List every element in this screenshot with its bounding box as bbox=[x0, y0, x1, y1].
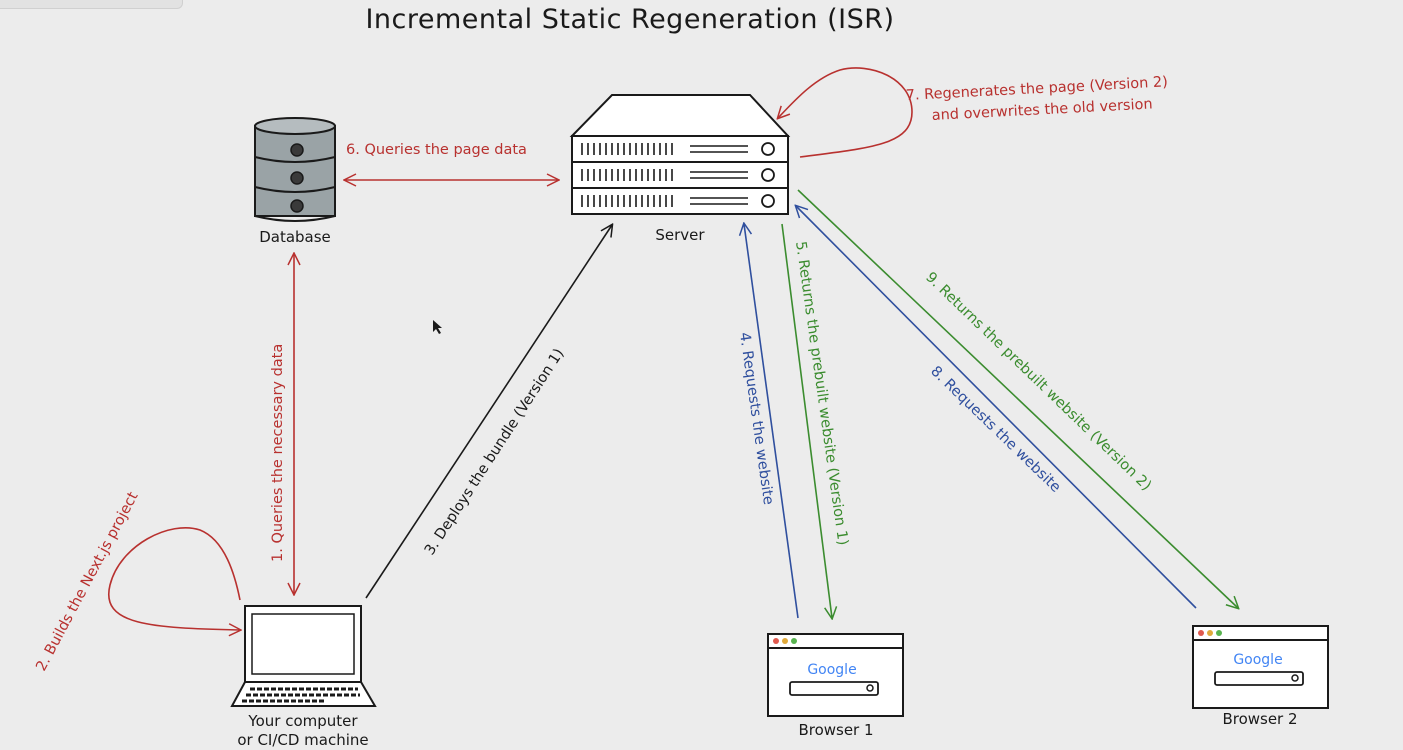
browser-2-label: Browser 2 bbox=[1222, 710, 1297, 728]
browser-1-search-box bbox=[789, 681, 879, 696]
browser-1-min-dot bbox=[782, 638, 788, 644]
arrow-step-8 bbox=[796, 206, 1197, 609]
diagram-title: Incremental Static Regeneration (ISR) bbox=[365, 4, 894, 35]
computer-label-line1: Your computer bbox=[247, 712, 358, 730]
browser-1-label: Browser 1 bbox=[798, 721, 873, 739]
browser-2-close-dot bbox=[1198, 630, 1204, 636]
server-icon bbox=[569, 94, 791, 215]
browser-1-window: Google bbox=[767, 633, 904, 717]
browser-2-google-logo: Google bbox=[1233, 652, 1282, 668]
database-label: Database bbox=[259, 228, 331, 246]
browser-1-max-dot bbox=[791, 638, 797, 644]
browser-2-max-dot bbox=[1216, 630, 1222, 636]
label-step-6: 6. Queries the page data bbox=[346, 142, 527, 158]
laptop-icon bbox=[230, 605, 377, 707]
label-step-2: 2. Builds the Next.js project bbox=[33, 489, 141, 674]
label-step-5: 5. Returns the prebuilt website (Version… bbox=[792, 240, 851, 546]
computer-label-line2: or CI/CD machine bbox=[237, 731, 368, 749]
label-step-1: 1. Queries the necessary data bbox=[270, 344, 286, 562]
browser-2-min-dot bbox=[1207, 630, 1213, 636]
label-step-3: 3. Deploys the bundle (Version 1) bbox=[422, 346, 568, 558]
browser-2-window: Google bbox=[1192, 625, 1329, 709]
browser-1-search-icon bbox=[866, 684, 874, 692]
browser-1-close-dot bbox=[773, 638, 779, 644]
arrow-step-5 bbox=[781, 223, 832, 618]
database-icon bbox=[254, 117, 336, 222]
arrow-step-3 bbox=[365, 225, 612, 599]
window-tab-edge bbox=[0, 0, 183, 9]
arrow-step-7 bbox=[778, 67, 913, 158]
arrow-step-9 bbox=[797, 189, 1238, 608]
arrow-step-4 bbox=[744, 224, 799, 619]
mouse-cursor-icon bbox=[433, 320, 442, 334]
browser-2-search-icon bbox=[1291, 674, 1299, 682]
browser-1-google-logo: Google bbox=[807, 662, 856, 678]
arrow-step-2 bbox=[107, 527, 240, 630]
browser-2-search-box bbox=[1214, 671, 1304, 686]
server-label: Server bbox=[655, 226, 705, 244]
